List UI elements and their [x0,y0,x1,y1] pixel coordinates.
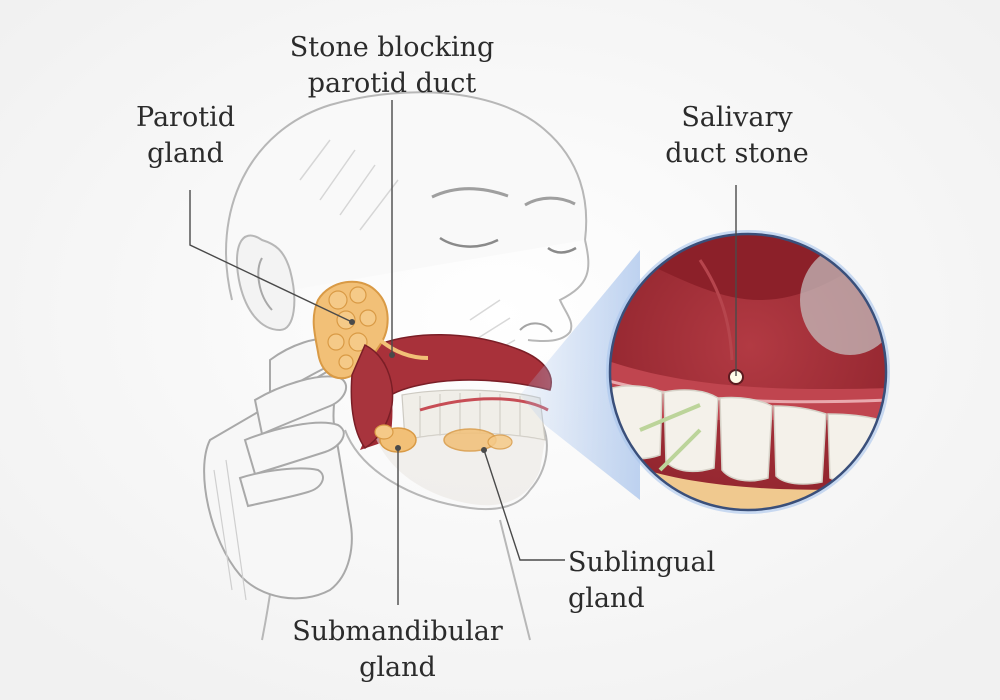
label-submandibular-line1: Submandibular [292,616,503,647]
magnifier-beam [520,250,640,500]
label-parotid-gland-line2: gland [147,138,224,169]
label-submandibular-line2: gland [359,652,436,683]
label-sublingual-line2: gland [568,583,645,614]
leader-lines [189,100,737,605]
label-salivary-stone-line1: Salivary [681,102,793,133]
label-stone-blocking-line2: parotid duct [307,68,477,99]
label-submandibular: Submandibular gland [290,614,505,686]
sublingual-gland-shape [443,428,513,452]
magnified-inset [606,230,890,514]
label-sublingual: Sublingual gland [568,545,718,617]
submandibular-gland-shape [374,424,417,453]
label-salivary-stone: Salivary duct stone [652,100,822,172]
label-sublingual-line1: Sublingual [568,547,716,578]
label-stone-blocking-line1: Stone blocking [289,32,495,63]
label-salivary-stone-line2: duct stone [665,138,809,169]
label-parotid-gland-line1: Parotid [136,102,235,133]
leader-parotid [189,190,353,323]
label-stone-blocking: Stone blocking parotid duct [282,30,502,102]
leader-sublingual [483,449,565,561]
hand-sketch [203,337,353,601]
parotid-duct [378,338,429,360]
label-parotid-gland: Parotid gland [118,100,253,172]
